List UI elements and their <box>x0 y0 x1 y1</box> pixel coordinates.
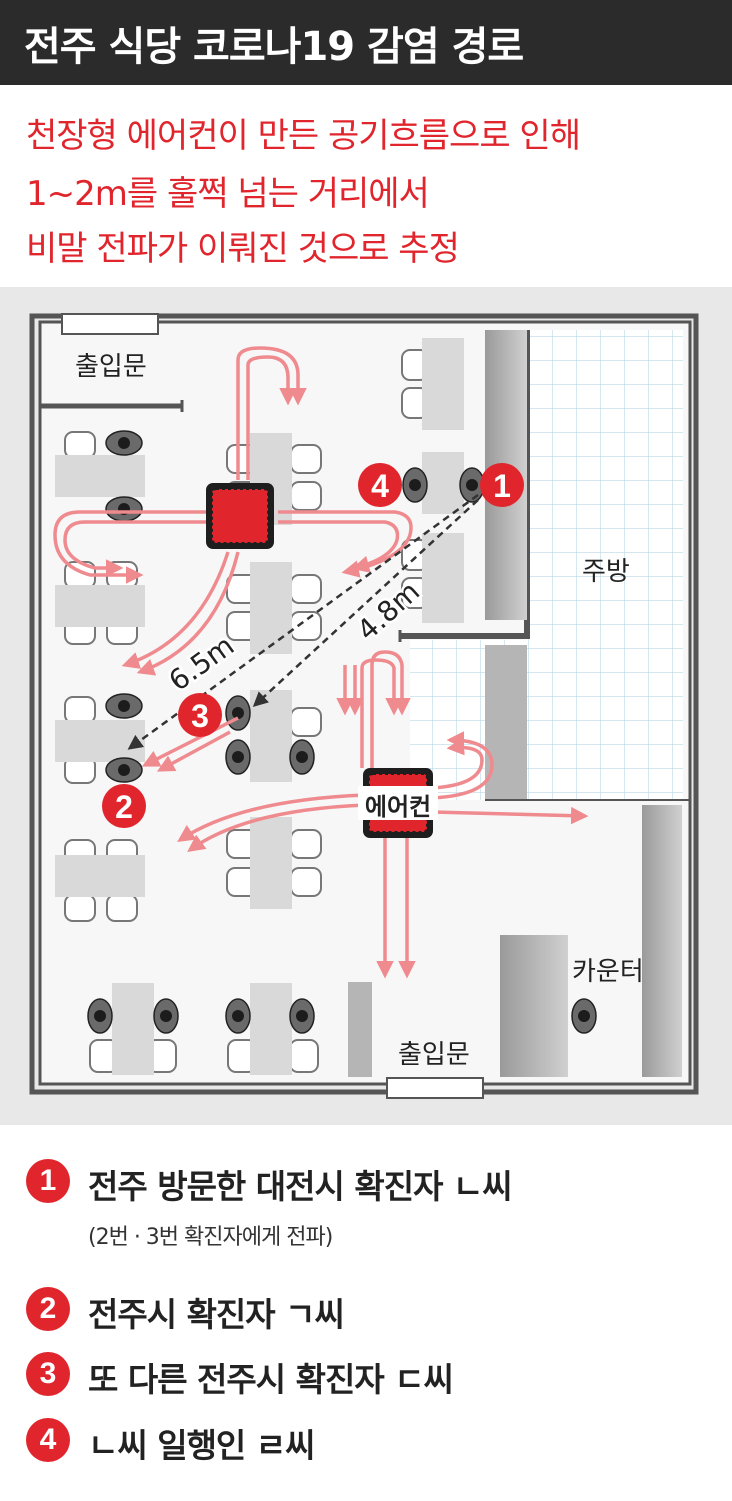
aircon-label: 에어컨 <box>365 793 431 821</box>
legend-text-1: 전주 방문한 대전시 확진자 ㄴ씨 <box>88 1167 513 1206</box>
table <box>55 455 145 497</box>
table <box>422 338 464 430</box>
kitchen-label: 주방 <box>582 557 630 587</box>
table <box>55 585 145 627</box>
legend-text-3: 또 다른 전주시 확진자 ㄷ씨 <box>88 1360 454 1399</box>
marker-4: 4 <box>358 463 402 507</box>
aircon-lower <box>358 768 438 838</box>
subtitle-line-1: 천장형 에어컨이 만든 공기흐름으로 인해 <box>26 116 581 156</box>
counter-label: 카운터 <box>572 957 644 987</box>
legend-marker-2: 2 <box>26 1287 70 1331</box>
entrance-top-label: 출입문 <box>75 352 147 382</box>
legend: 1 전주 방문한 대전시 확진자 ㄴ씨 (2번 · 3번 확진자에게 전파) 2… <box>0 1130 732 1501</box>
counter-desk <box>500 935 568 1077</box>
table <box>112 983 154 1075</box>
kitchen-area <box>527 330 683 800</box>
svg-text:1: 1 <box>493 468 511 504</box>
svg-text:2: 2 <box>115 789 133 825</box>
table <box>55 720 145 762</box>
page-title: 전주 식당 코로나19 감염 경로 <box>24 24 524 70</box>
subtitle-line-3: 비말 전파가 이뤄진 것으로 추정 <box>26 229 460 269</box>
marker-1: 1 <box>480 463 524 507</box>
floor-plan: 1 2 3 4 출입문 출입문 주방 카운터 에어컨 6.5m 4.8m <box>0 287 732 1125</box>
legend-marker-1: 1 <box>26 1159 70 1203</box>
airflow-arrows <box>53 346 589 979</box>
legend-note-1: (2번 · 3번 확진자에게 전파) <box>88 1225 333 1250</box>
subtitle-line-2: 1~2m를 훌쩍 넘는 거리에서 <box>26 174 430 214</box>
table <box>55 855 145 897</box>
legend-marker-3: 3 <box>26 1352 70 1396</box>
table <box>250 983 292 1075</box>
title-bar: 전주 식당 코로나19 감염 경로 <box>0 0 732 85</box>
marker-3: 3 <box>178 693 222 737</box>
svg-text:4: 4 <box>371 468 389 504</box>
svg-text:3: 3 <box>191 698 209 734</box>
table <box>250 562 292 654</box>
seated-people <box>87 430 597 1034</box>
legend-text-4: ㄴ씨 일행인 ㄹ씨 <box>88 1426 315 1465</box>
marker-2: 2 <box>102 784 146 828</box>
legend-marker-4: 4 <box>26 1418 70 1462</box>
bottom-entrance-door <box>386 1077 484 1099</box>
aircon-upper <box>206 483 274 549</box>
entrance-bottom-label: 출입문 <box>398 1040 470 1070</box>
table <box>250 817 292 909</box>
legend-text-2: 전주시 확진자 ㄱ씨 <box>88 1295 345 1334</box>
counter-wall <box>642 805 682 1077</box>
table <box>422 533 464 623</box>
top-entrance-door <box>61 313 159 335</box>
table <box>422 452 464 514</box>
infection-paths <box>127 493 479 750</box>
